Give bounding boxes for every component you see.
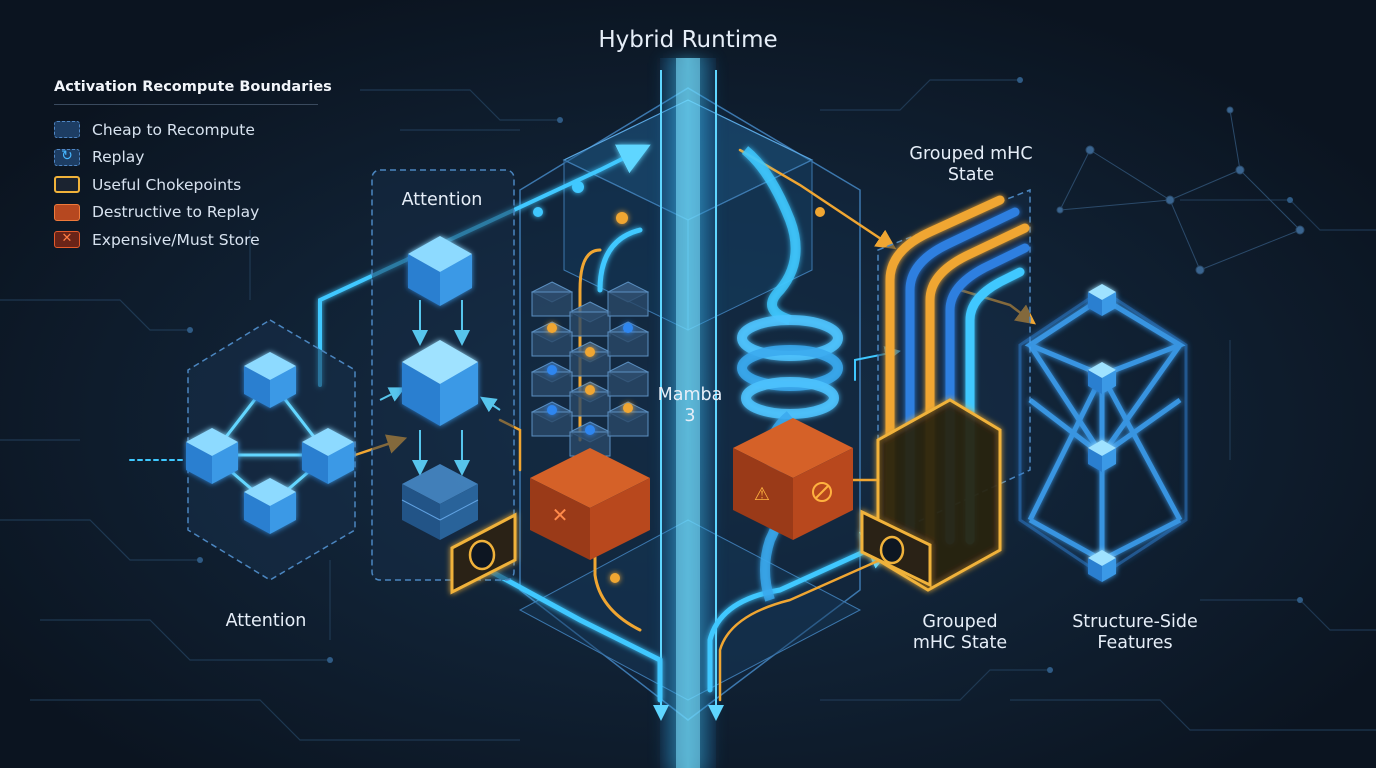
label-grouped-bottom-line1: Grouped: [922, 612, 998, 632]
legend-title: Activation Recompute Boundaries: [54, 79, 332, 105]
attention-column-stack: [401, 464, 479, 540]
legend-item-cheap: Cheap to Recompute: [54, 116, 318, 144]
label-mamba-line2: 3: [684, 406, 696, 426]
label-grouped-bottom-line2: mHC State: [912, 633, 1008, 653]
attention-cube-right: [302, 428, 354, 484]
label-grouped-top-line1: Grouped mHC: [909, 144, 1033, 164]
vertical-data-beam: [653, 58, 724, 768]
label-grouped-mhc-top: Grouped mHC State: [896, 144, 1046, 186]
label-mamba-line1: Mamba: [657, 385, 723, 405]
x-icon: [54, 231, 80, 249]
attention-column-cube-top: [408, 236, 472, 306]
legend-label: Cheap to Recompute: [92, 120, 255, 139]
label-structure-line2: Features: [1097, 633, 1173, 653]
expensive-block-x: ✕: [530, 448, 650, 560]
svg-text:⚠: ⚠: [754, 484, 770, 505]
destructive-block: ⚠: [733, 418, 853, 540]
network-graph-decoration: [1056, 106, 1305, 275]
circuit-nodes: [187, 77, 1303, 673]
label-grouped-top-line2: State: [947, 165, 995, 185]
legend-label: Expensive/Must Store: [92, 230, 260, 249]
attention-column-cube-middle: [402, 340, 478, 426]
legend-label: Useful Chokepoints: [92, 175, 242, 194]
legend-item-destructive: Destructive to Replay: [54, 199, 318, 227]
structure-node-cubes: [1088, 284, 1116, 582]
label-structure-features: Structure-Side Features: [1052, 612, 1218, 654]
grouped-mhc-ribbons: [885, 195, 1030, 545]
legend-item-expensive: Expensive/Must Store: [54, 226, 318, 254]
chokepoint-bracket-left: [450, 512, 517, 595]
replay-icon: [54, 148, 80, 166]
label-structure-line1: Structure-Side: [1072, 612, 1198, 632]
label-attention-bottom: Attention: [225, 611, 307, 631]
legend-label: Replay: [92, 148, 145, 167]
dashed-box-icon: [54, 121, 80, 139]
legend: Activation Recompute Boundaries Cheap to…: [54, 79, 332, 254]
legend-label: Destructive to Replay: [92, 203, 260, 222]
legend-item-chokepoints: Useful Chokepoints: [54, 171, 318, 199]
mamba-grid: [530, 281, 650, 457]
svg-text:✕: ✕: [552, 503, 569, 527]
flow-dots: [533, 181, 825, 583]
solid-box-icon: [54, 203, 80, 221]
attention-cube-bottom: [244, 478, 296, 534]
attention-cube-left: [186, 428, 238, 484]
outlined-box-icon: [54, 176, 80, 194]
flow-lines: [129, 144, 1036, 703]
label-mamba: Mamba 3: [640, 385, 740, 427]
circuit-traces: [0, 79, 1376, 741]
attention-cube-top: [244, 352, 296, 408]
chokepoint-bracket-right: [860, 398, 1002, 592]
legend-item-replay: Replay: [54, 144, 318, 172]
label-grouped-mhc-bottom: Grouped mHC State: [885, 612, 1035, 654]
label-attention-top: Attention: [401, 190, 483, 210]
page-title: Hybrid Runtime: [598, 27, 778, 53]
